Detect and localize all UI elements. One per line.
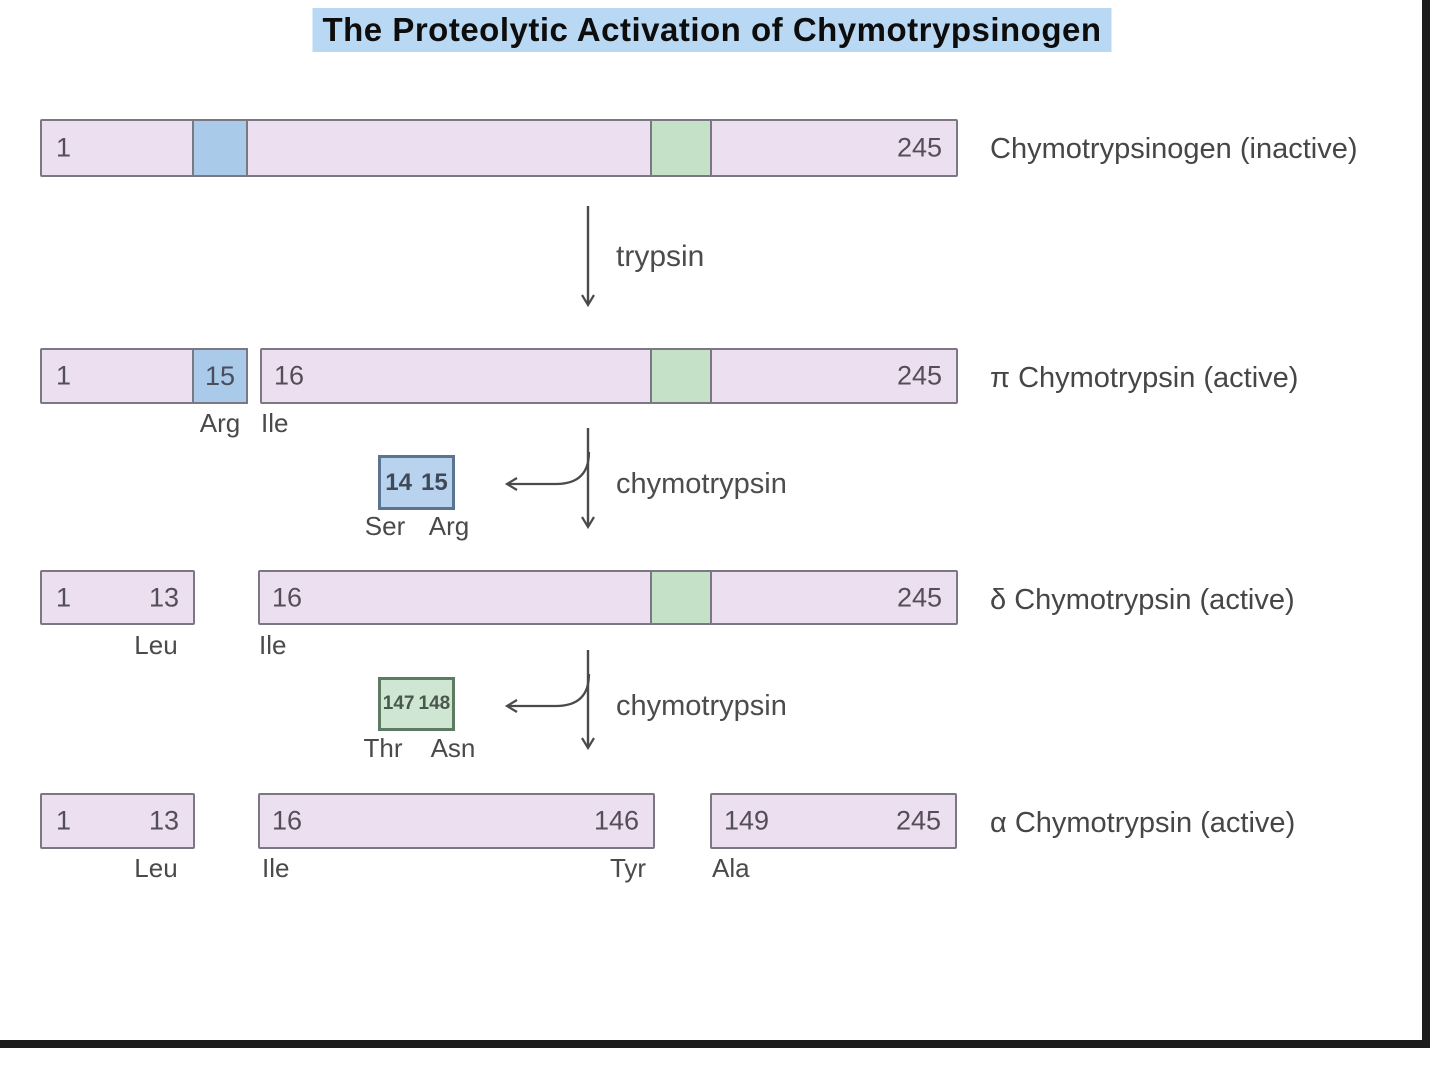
green-segment-147-148 <box>650 348 712 404</box>
residue-number: 1 <box>56 805 72 836</box>
residue-name-ile: Ile <box>262 853 290 883</box>
residue-name-asn: Asn <box>430 733 476 763</box>
residue-name-arg: Arg <box>428 511 470 541</box>
chymotrypsinogen-chain: 1 245 <box>40 119 958 177</box>
figure-title: The Proteolytic Activation of Chymotryps… <box>312 8 1112 52</box>
pi-chain-segment-2: 16 245 <box>260 348 958 404</box>
page-border-bottom <box>0 1040 1430 1048</box>
residue-number: 14 <box>385 468 412 496</box>
residue-number: 15 <box>204 360 236 391</box>
alpha-chain-segment-3: 149 245 <box>710 793 957 849</box>
page-border-right <box>1422 0 1430 1048</box>
delta-chain-segment-1: 1 13 <box>40 570 195 625</box>
residue-number: 13 <box>148 805 179 836</box>
alpha-chain-segment-1: 1 13 <box>40 793 195 849</box>
chymotrypsin-label-2: chymotrypsin <box>616 690 787 722</box>
residue-name-ile: Ile <box>259 630 287 660</box>
delta-chain-segment-2: 16 245 <box>258 570 958 625</box>
blue-segment-14-15 <box>192 119 248 177</box>
residue-number: 15 <box>421 468 448 496</box>
alpha-chain-segment-2: 16 146 <box>258 793 655 849</box>
residue-name-thr: Thr <box>363 733 403 763</box>
residue-number: 245 <box>896 360 942 391</box>
residue-number: 1 <box>56 582 72 612</box>
residue-name-arg: Arg <box>199 408 241 438</box>
blue-segment-15: 15 <box>192 348 248 404</box>
residue-name-leu: Leu <box>134 630 178 660</box>
residue-number: 245 <box>895 805 941 836</box>
green-segment-147-148 <box>650 119 712 177</box>
residue-name-ile: Ile <box>261 408 289 438</box>
residue-name-ser: Ser <box>364 511 406 541</box>
cut-branch-arrow-1 <box>504 451 591 491</box>
trypsin-label: trypsin <box>616 240 705 273</box>
dipeptide-box-147-148: 147 148 <box>378 677 455 731</box>
dipeptide-box-14-15: 14 15 <box>378 455 455 510</box>
residue-number: 245 <box>896 582 942 612</box>
residue-number: 1 <box>56 132 72 163</box>
pi-chain-segment-1: 15 1 <box>40 348 248 404</box>
residue-name-ala: Ala <box>712 853 750 883</box>
residue-number: 149 <box>724 805 770 836</box>
residue-number: 146 <box>593 805 639 836</box>
residue-number: 1 <box>56 360 72 391</box>
residue-name-leu: Leu <box>134 853 178 883</box>
stage2-label: π Chymotrypsin (active) <box>990 362 1299 394</box>
residue-number: 13 <box>148 582 179 612</box>
stage3-label: δ Chymotrypsin (active) <box>990 584 1295 616</box>
cut-branch-arrow-2 <box>504 673 591 713</box>
residue-number: 16 <box>274 360 305 391</box>
stage1-label: Chymotrypsinogen (inactive) <box>990 133 1358 165</box>
stage4-label: α Chymotrypsin (active) <box>990 807 1296 839</box>
residue-number: 147 <box>382 693 415 714</box>
residue-number: 16 <box>272 805 303 836</box>
green-segment-147-148 <box>650 570 712 625</box>
residue-name-tyr: Tyr <box>609 853 647 883</box>
residue-number: 148 <box>418 693 451 714</box>
chymotrypsin-label-1: chymotrypsin <box>616 468 787 500</box>
residue-number: 16 <box>272 582 303 612</box>
residue-number: 245 <box>896 132 942 163</box>
